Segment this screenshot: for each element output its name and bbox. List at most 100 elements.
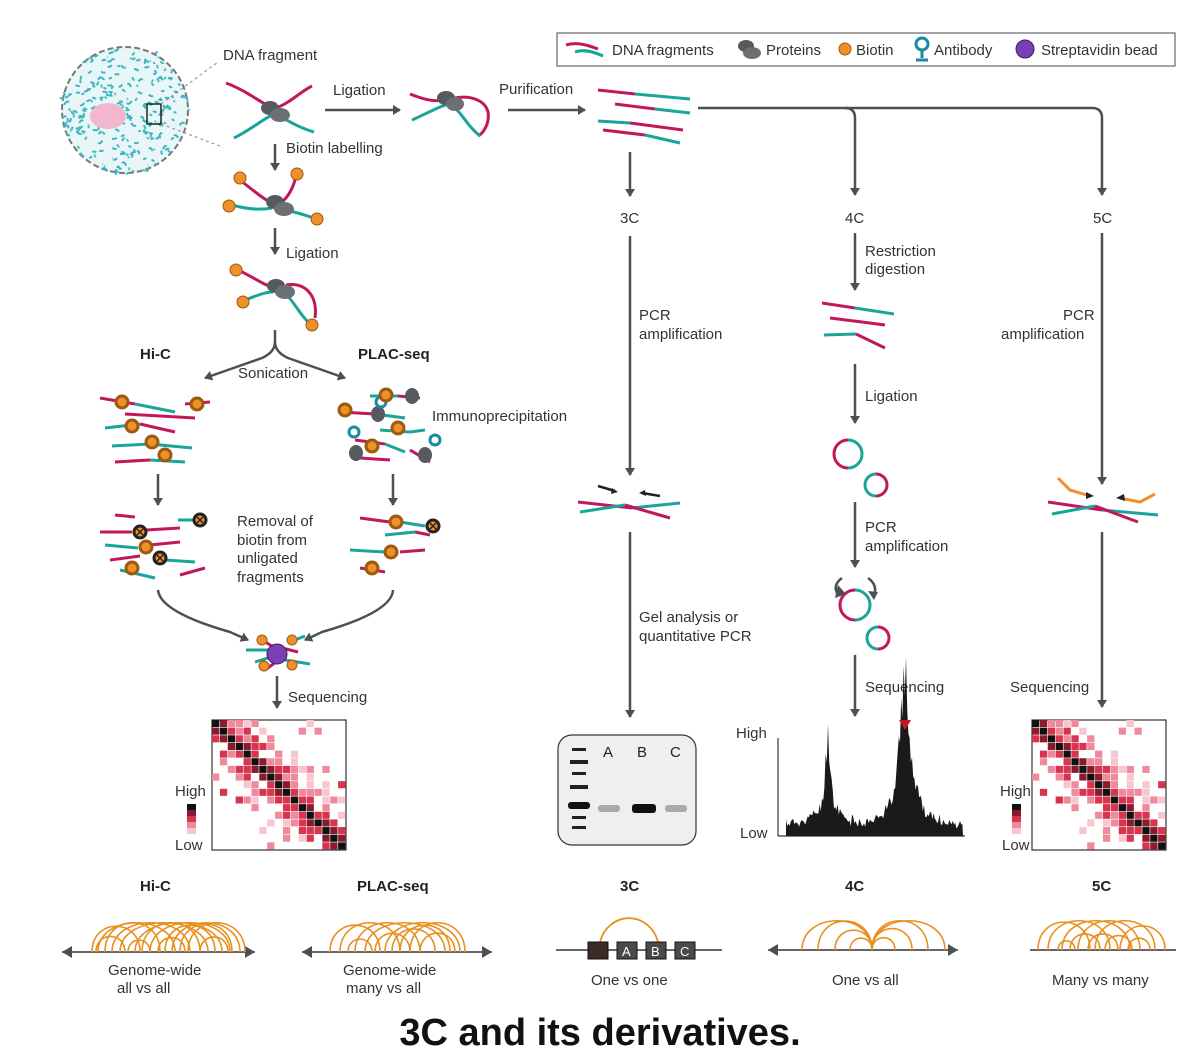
heatmap-cell [1087,735,1095,743]
heatmap-cell [1102,827,1111,835]
heatmap-cell [1126,827,1134,835]
nucleolus [90,103,126,129]
heatmap-cell [1071,796,1079,804]
heatmap-cell [1071,781,1079,789]
chromatin-strand [163,76,167,80]
chromatin-strand [111,136,118,141]
chromatin-strand [108,77,113,80]
heatmap-cell [1055,742,1063,750]
chromatin-strand [102,86,107,90]
heatmap-cell [290,773,299,781]
chromatin-strand [132,148,137,152]
chromatin-strand [69,126,74,131]
heatmap-cell [1118,819,1126,827]
heatmap-cell [1150,796,1158,804]
heatmap-cell [251,788,259,796]
interaction-arc [187,921,246,953]
heatmap-cell [267,842,275,850]
pcr-4c-line1: PCR [865,519,897,536]
heatmap-cell [1110,765,1119,773]
interaction-arc [1119,925,1166,951]
heatmap-cell [1047,735,1056,743]
chromatin-strand [99,96,104,101]
legend-dna-label: DNA fragments [612,42,714,59]
heatmap-cell [1063,727,1071,735]
heatmap-cell [1047,727,1056,735]
heatmap-cell [1087,773,1095,781]
chromatin-strand [153,162,157,166]
hic-sonicated-fragments [99,394,211,464]
chromatin-strand [116,144,120,148]
chromatin-strand [125,139,130,142]
heatmap-cell [251,750,259,758]
heatmap-cell [290,811,299,819]
heatmap-cell [1055,773,1063,781]
chromatin-strand [163,68,167,72]
chromatin-strand [76,145,81,149]
ligation2-label: Ligation [286,245,339,262]
heatmap-cell [282,781,291,789]
heatmap-cell [275,781,283,789]
heatmap-cell [1032,720,1040,728]
heatmap-cell [1118,811,1126,819]
interaction-arc [354,921,421,953]
heatmap-cell [251,720,259,728]
heatmap-cell [338,827,346,835]
heatmap-cell [1126,811,1134,819]
chromatin-strand [112,157,118,161]
heatmap-cell [275,765,283,773]
heatmap-cell [1118,834,1126,842]
bottom-plac-title: PLAC-seq [357,878,429,895]
heatmap-cell [1063,796,1071,804]
heatmap-cell [1071,742,1079,750]
heatmap-cell [243,758,251,766]
interaction-arc [364,922,446,953]
chromatin-strand [114,170,118,176]
chromatin-strand [136,84,139,88]
chromatin-strand [152,61,156,65]
heatmap-cell [1142,842,1150,850]
heatmap-cell [322,834,330,842]
chromatin-squiggles [59,47,191,176]
chromatin-strand [113,47,120,52]
chromatin-strand [164,147,170,152]
chromatin-strand [148,147,154,152]
heatmap-cell [1071,720,1079,728]
heatmap-cell [1079,727,1087,735]
sequencing-4c-label: Sequencing [865,679,944,696]
chromatin-strand [156,78,160,83]
heatmap-cell [267,788,275,796]
gel-band-a [598,805,620,812]
heatmap-cell [1071,788,1079,796]
heatmap-cell [1110,804,1119,812]
heatmap-cell [1063,758,1071,766]
heatmap-cell [298,827,306,835]
chromatin-strand [131,76,136,81]
zoom-box [146,103,162,125]
heatmap-cell [1110,750,1119,758]
heat-scale-5c [1012,804,1021,834]
heatmap-cell [1134,811,1142,819]
chromatin-strand [144,58,150,63]
heatmap-cell [1142,781,1150,789]
arrow-to-5c [698,106,1107,196]
placseq-label: PLAC-seq [358,346,430,363]
legend-proteins-label: Proteins [766,42,821,59]
chromatin-strand [159,60,165,65]
chromatin-strand [120,64,127,69]
bottom-4c-title: 4C [845,878,864,895]
high-5c-label: High [1000,783,1031,800]
chromatin-strand [89,59,95,63]
chromatin-strand [187,108,191,112]
chromatin-strand [149,134,153,139]
removal-line-2: biotin from [237,532,307,549]
pcr-4c-line2: amplification [865,538,948,555]
heatmap-cell [1032,735,1040,743]
heatmap-cell [298,811,306,819]
3c-block-a: A [622,944,631,959]
chromatin-strand [80,130,86,134]
chromatin-strand [97,76,103,81]
chromatin-strand [62,91,67,96]
heatmap-cell [1142,765,1150,773]
heatmap-cell [1063,781,1071,789]
